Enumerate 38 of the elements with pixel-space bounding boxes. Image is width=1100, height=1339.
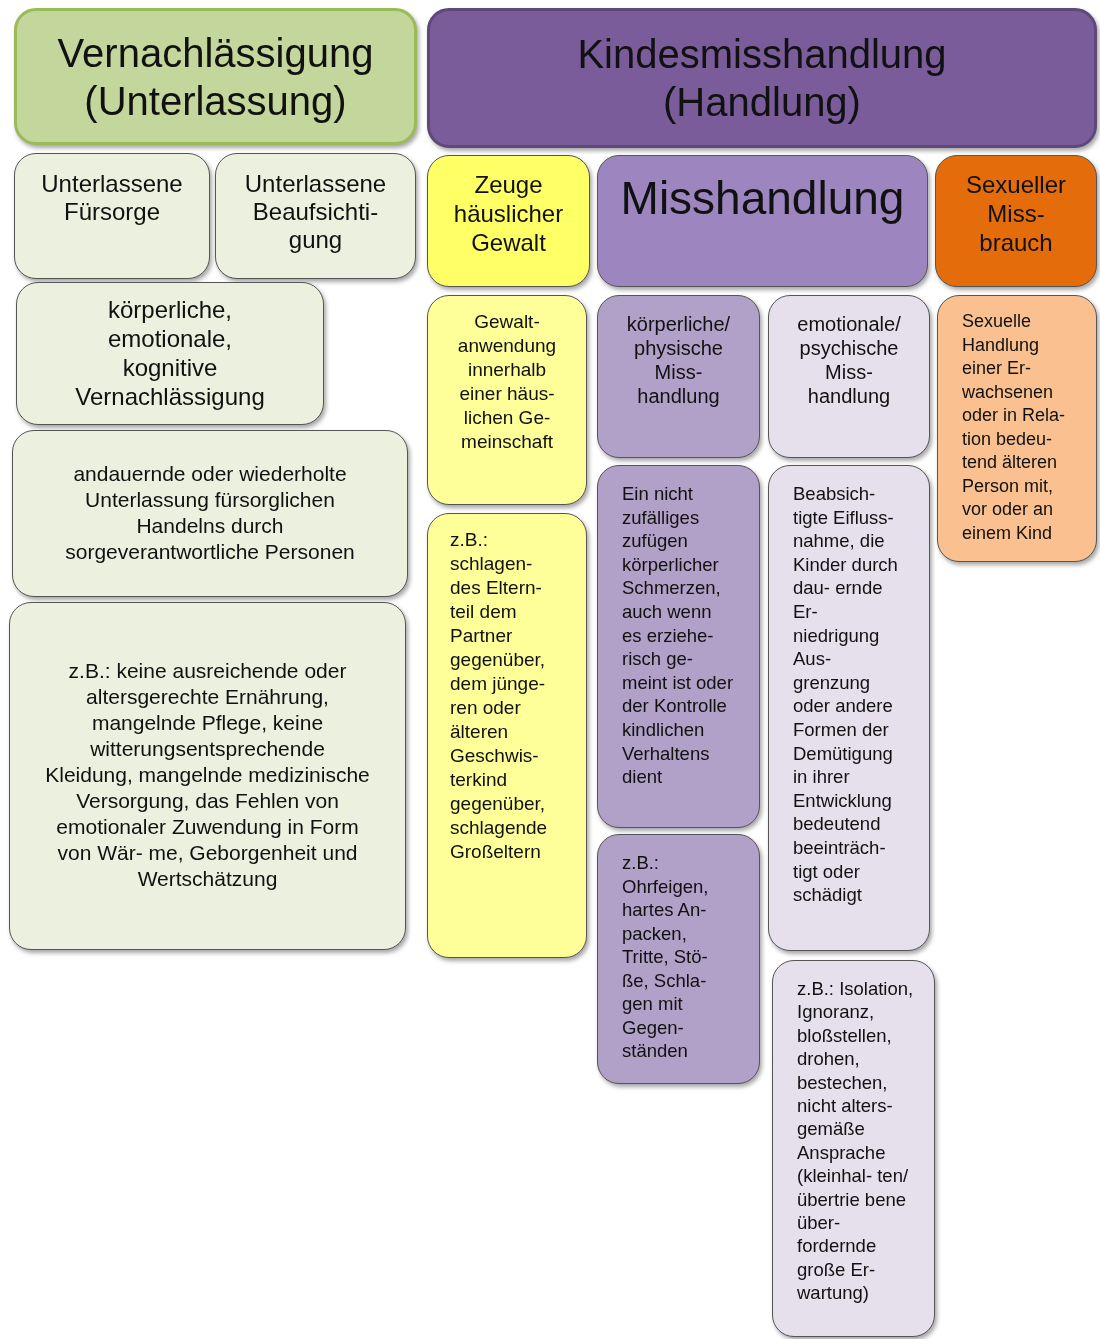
description-box [768,465,930,951]
category-box [215,153,416,279]
box-title: Unterlassene Beaufsichti- gung [243,170,388,254]
box-title: emotionale/ psychische Miss- handlung [796,312,902,408]
category-box [597,155,928,287]
category-box [597,295,760,458]
box-title: Zeuge häuslicher Gewalt [452,170,565,257]
box-text: Gewalt- anwendung innerhalb einer häus- lichen Ge- meinschaft [456,310,558,454]
description-box [12,430,408,597]
header-box [427,8,1097,148]
box-title: körperliche/ physische Miss- handlung [625,312,732,408]
description-box [597,465,760,828]
description-box [937,295,1097,562]
box-text: z.B.: Isolation, Ignoranz, bloßstellen, drohen, bestechen, nicht alters- gemäße Ansprache (kleinhal- ten/übertrie bene über- fordernde große Er- wartung) [797,977,915,1305]
category-box [427,155,590,287]
box-title: Vernachlässigung (Unterlassung) [56,29,375,125]
box-title: körperliche, emotionale, kognitive Vernachlässigung [74,294,266,411]
box-text: Sexuelle Handlung einer Er- wachsenen oder in Rela- tion bedeu- tend älteren Person mit, vor oder an einem Kind [962,310,1067,545]
example-box [9,602,406,950]
box-title: Unterlassene Fürsorge [40,170,184,226]
category-box [768,295,930,458]
box-text: Beabsich- tigte Eifluss- nahme, die Kinder durch dau- ernde Er- niedrigung Aus- grenzung oder andere Formen der Demütigung in ihrer Entwicklung bedeutend beeinträch- tigt oder schädigt [793,482,899,907]
box-text: z.B.: keine ausreichende oder altersgerechte Ernährung, mangelnde Pflege, keine witterungsentsprechende Kleidung, mangelnde medizinische Versorgung, das Fehlen von emotionaler Zuwendung in Form von Wär- me, Geborgenheit und Wertschätzung [45,658,370,892]
box-text: Ein nicht zufälliges zufügen körperlicher Schmerzen, auch wenn es erziehe- risch ge- meint ist oder der Kontrolle kindlichen Verhaltens dient [622,482,734,789]
box-title: Kindesmisshandlung (Handlung) [576,31,948,126]
box-text: z.B.: Ohrfeigen, hartes An- packen, Tritte, Stö- ße, Schla- gen mit Gegen- ständen [622,851,710,1063]
box-title: Sexueller Miss- brauch [964,170,1068,257]
box-text: z.B.: schlagen- des Eltern- teil dem Partner gegenüber, dem jünge- ren oder älteren Geschwis- terkind gegenüber, schlagende Großeltern [450,528,549,864]
example-box [427,513,587,958]
description-box [427,295,587,505]
box-text: andauernde oder wiederholte Unterlassung fürsorglichen Handelns durch sorgeverantwortliche Personen [64,460,356,565]
category-box [935,155,1097,287]
header-box [14,8,417,145]
example-box [597,834,760,1084]
example-box [772,960,935,1337]
category-box [14,153,210,279]
category-box [16,282,324,425]
box-title: Misshandlung [620,172,905,224]
